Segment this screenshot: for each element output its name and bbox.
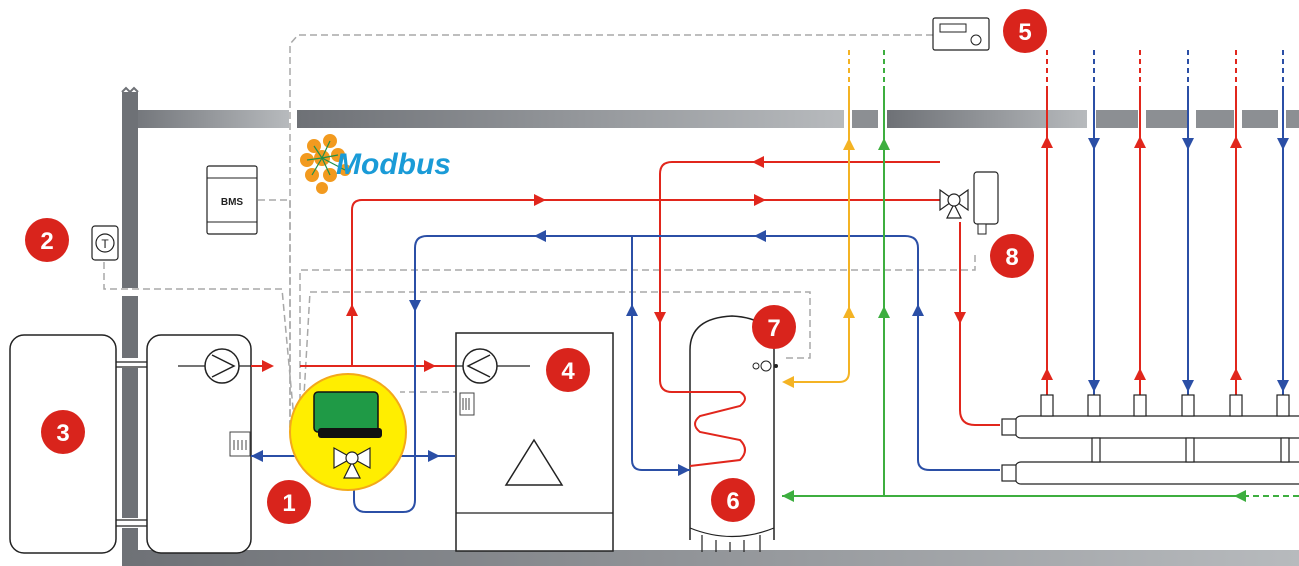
svg-text:8: 8 (1005, 244, 1018, 271)
ceiling-wall (852, 110, 878, 128)
cold-water-pipes (782, 50, 1299, 497)
dhw-pipes (784, 50, 850, 383)
callout-badge-1: 1 (267, 480, 311, 524)
modbus-label: Modbus (336, 148, 451, 181)
left-wall (122, 296, 138, 358)
ceiling-wall (887, 110, 1087, 128)
heat-pump-indoor-unit (146, 334, 252, 554)
left-wall (122, 92, 138, 288)
svg-text:2: 2 (40, 228, 53, 255)
actuator-body (313, 391, 379, 433)
svg-text:1: 1 (282, 490, 295, 517)
ceiling-wall (1286, 110, 1299, 128)
dhw-arrows (782, 138, 855, 388)
callout-badge-6: 6 (711, 478, 755, 522)
callout-badge-2: 2 (25, 218, 69, 262)
svg-text:6: 6 (726, 488, 739, 515)
callout-badge-7: 7 (752, 305, 796, 349)
ceiling-wall (1196, 110, 1234, 128)
left-wall (122, 368, 138, 518)
svg-text:7: 7 (767, 315, 780, 342)
callout-badges: 1 2 3 4 5 6 7 8 (25, 9, 1047, 524)
building-walls (121, 86, 1299, 566)
room-thermostat: T (91, 225, 119, 261)
modbus-logo: Modbus (300, 134, 451, 194)
supply-arrows (262, 136, 1242, 380)
control-wiring (103, 34, 976, 431)
svg-text:3: 3 (56, 420, 69, 447)
callout-badge-3: 3 (41, 410, 85, 454)
cold-water-arrows (782, 138, 1246, 502)
terminal-block-icon (459, 392, 475, 416)
floor-wall (122, 550, 1299, 566)
ceiling-wall (123, 110, 289, 128)
ceiling-wall (1146, 110, 1188, 128)
thermostat-symbol: T (101, 237, 109, 251)
svg-text:5: 5 (1018, 19, 1031, 46)
terminal-block-icon (229, 431, 251, 457)
svg-text:4: 4 (561, 358, 575, 385)
bms-controller: BMS (206, 165, 258, 235)
return-arrows (251, 138, 1289, 476)
ceiling-wall (297, 110, 844, 128)
ceiling-wall (1096, 110, 1138, 128)
mixing-valve-actuator (289, 373, 407, 491)
callout-badge-4: 4 (546, 348, 590, 392)
zone-valve-actuator (939, 171, 999, 235)
callout-badge-5: 5 (1003, 9, 1047, 53)
heating-manifold (1001, 394, 1299, 485)
callout-badge-8: 8 (990, 234, 1034, 278)
bms-label: BMS (221, 197, 244, 208)
supply-pipes (251, 50, 1237, 467)
circulation-pump-icon (462, 348, 498, 384)
zone-actuator-body (973, 171, 999, 225)
circulation-pump-icon (204, 348, 240, 384)
triangle-icon (504, 438, 564, 486)
outdoor-unit (9, 334, 255, 554)
outdoor-sensor (932, 17, 990, 51)
ceiling-wall (1242, 110, 1278, 128)
